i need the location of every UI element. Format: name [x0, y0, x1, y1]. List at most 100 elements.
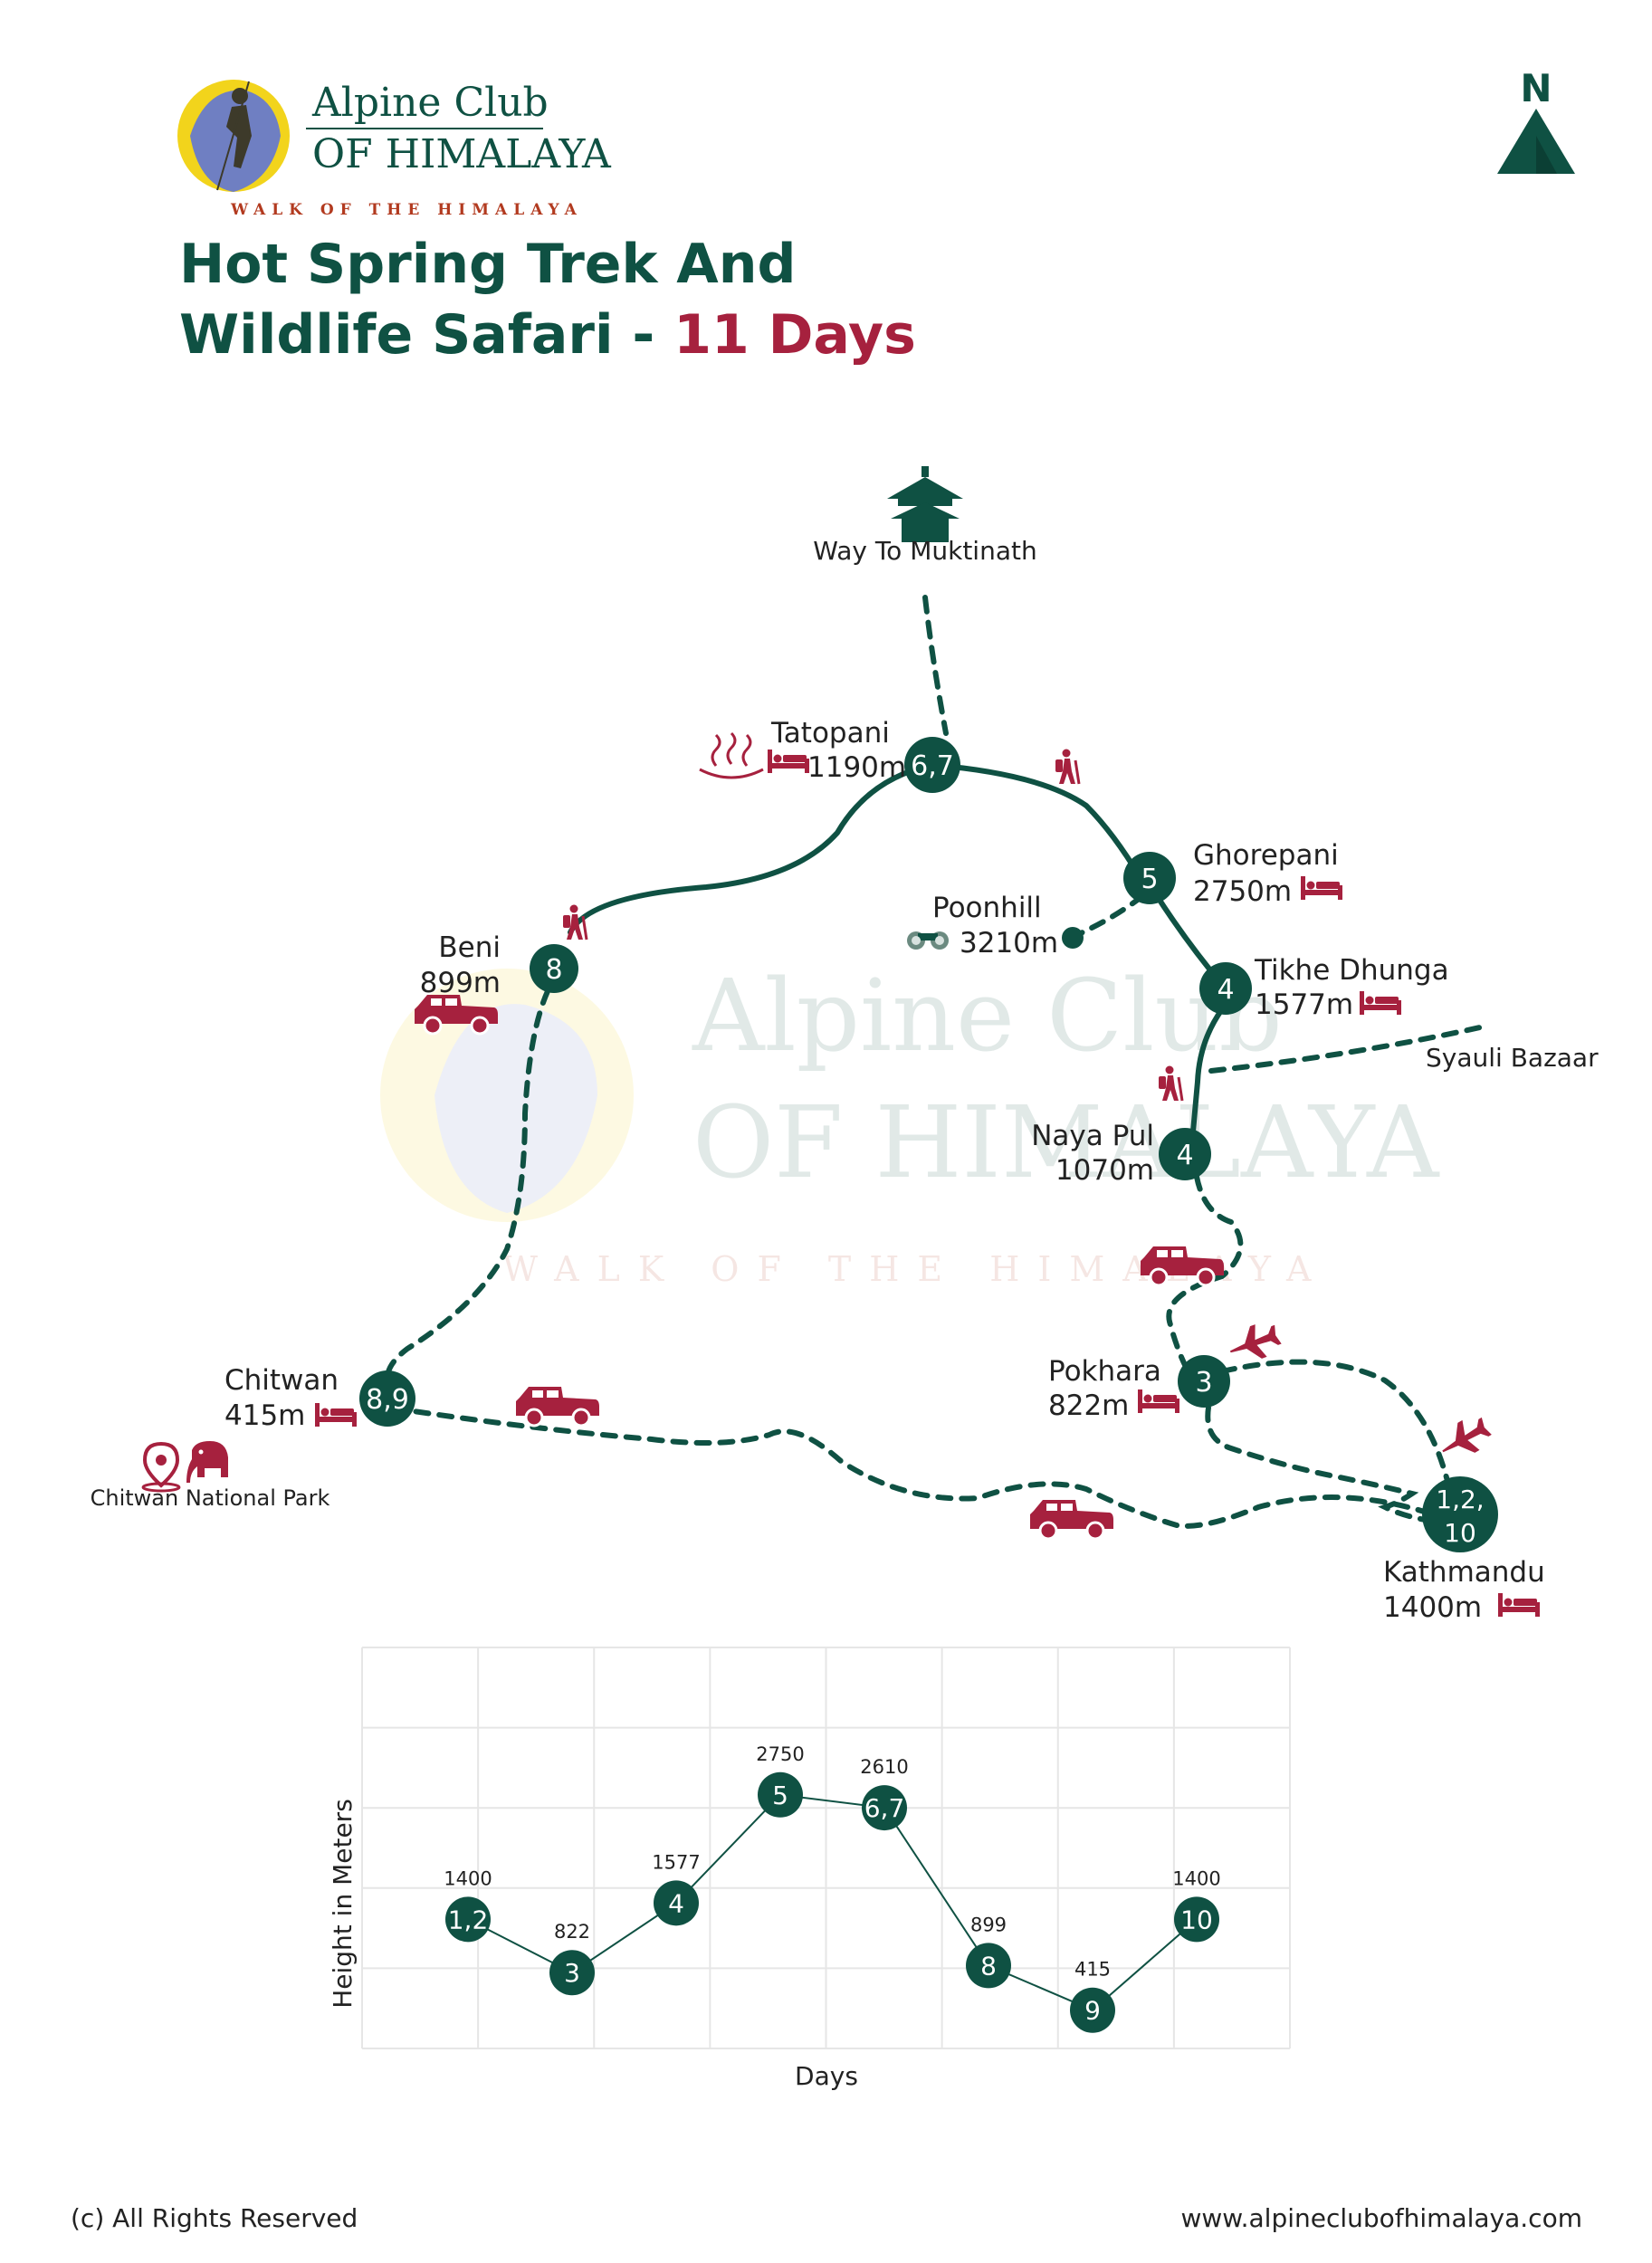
brand-name-line2: OF HIMALAYA: [312, 131, 612, 177]
chart-tick-label: 5: [772, 1781, 788, 1810]
route-beni-chitwan: [385, 988, 550, 1379]
route-syauli-bazaar: [1208, 1025, 1483, 1074]
temple-icon: [887, 466, 963, 542]
stop-day-kathmandu-line1: 1,2,: [1436, 1485, 1484, 1514]
chart-data-label: 899: [970, 1914, 1007, 1935]
chart-point: [654, 1880, 699, 1926]
route-ghorepani-poonhill: [1070, 893, 1145, 940]
stop-name-syauli-bazaar: Syauli Bazaar: [1426, 1043, 1599, 1073]
stop-alt-kathmandu: 1400m: [1383, 1591, 1482, 1624]
chart-tick-label: 1,2: [448, 1905, 489, 1934]
bed-icon: [1498, 1593, 1540, 1617]
stop-alt-ghorepani: 2750m: [1193, 875, 1292, 908]
stop-alt-pokhara: 822m: [1048, 1389, 1129, 1422]
stop-alt-poonhill: 3210m: [960, 927, 1058, 960]
chitwan-park-label: Chitwan National Park: [91, 1485, 330, 1511]
stop-marker-tatopani: 6,7: [904, 737, 960, 793]
stop-marker-naya-pul: 4: [1159, 1128, 1211, 1180]
route-pokhara-kathmandu-road: [1205, 1405, 1433, 1523]
chart-tick-label: 3: [564, 1958, 580, 1988]
chart-point: [1174, 1896, 1219, 1943]
jeep-icon: [1028, 1498, 1115, 1541]
hiker-icon: [561, 903, 588, 941]
chart-xlabel: Days: [795, 2061, 858, 2091]
watermark-line2: OF HIMALAYA: [692, 1084, 1440, 1200]
stop-marker-chitwan: 8,9: [359, 1370, 415, 1427]
chart-data-label: 1400: [444, 1867, 492, 1889]
stop-day-kathmandu-line2: 10: [1444, 1518, 1476, 1548]
route-kathmandu-chitwan: [405, 1408, 1433, 1529]
watermark: Alpine Club OF HIMALAYA WALK OF THE HIMA…: [380, 958, 1440, 1289]
bed-icon: [315, 1403, 357, 1427]
plane-icon: [1434, 1410, 1495, 1466]
bed-icon: [768, 750, 809, 773]
stop-alt-naya-pul: 1070m: [1055, 1154, 1154, 1187]
stop-marker-tikhe-dhunga: 4: [1199, 962, 1252, 1015]
stop-day-beni: 8: [545, 954, 562, 986]
stop-day-chitwan: 8,9: [366, 1384, 409, 1416]
brand-tagline: WALK OF THE HIMALAYA: [230, 201, 583, 219]
compass-north-icon: N: [1497, 66, 1575, 174]
stop-day-naya-pul: 4: [1176, 1140, 1193, 1171]
chart-point: [1070, 1987, 1115, 2033]
route-nayapul-pokhara: [1166, 1174, 1244, 1370]
page-title-duration: 11 Days: [673, 303, 916, 367]
footer-copyright: (c) All Rights Reserved: [71, 2203, 358, 2233]
chart-point: [966, 1943, 1011, 1989]
page-title-line1: Hot Spring Trek And: [179, 233, 796, 296]
chart-point: [549, 1950, 595, 1996]
chart-points: 1,21400382241577527506,72610889994151014…: [444, 1743, 1221, 2033]
landmark-muktinath: Way To Muktinath: [813, 536, 1036, 566]
stop-alt-chitwan: 415m: [224, 1399, 305, 1432]
chart-point: [758, 1771, 803, 1818]
route-lines: [385, 595, 1483, 1529]
route-tikhe-nayapul: [1190, 1007, 1225, 1134]
route-tatopani-beni: [568, 762, 935, 935]
stop-name-kathmandu: Kathmandu: [1383, 1556, 1545, 1589]
stop-name-poonhill: Poonhill: [932, 892, 1042, 924]
compass-label: N: [1520, 66, 1552, 110]
stop-name-ghorepani: Ghorepani: [1193, 839, 1339, 872]
elephant-icon: [186, 1441, 228, 1483]
hiker-icon: [1054, 748, 1081, 786]
stop-name-pokhara: Pokhara: [1048, 1355, 1161, 1388]
stop-marker-beni: 8: [530, 944, 578, 993]
stop-marker-pokhara: 3: [1178, 1355, 1230, 1408]
chart-ylabel: Height in Meters: [328, 1799, 358, 2009]
bed-icon: [1360, 991, 1401, 1015]
chart-data-label: 1400: [1172, 1867, 1220, 1889]
chart-tick-label: 4: [668, 1888, 684, 1918]
stop-alt-tikhe-dhunga: 1577m: [1255, 988, 1353, 1021]
bed-icon: [1138, 1389, 1179, 1413]
chart-data-label: 415: [1074, 1959, 1111, 1981]
chart-data-label: 1577: [652, 1851, 700, 1873]
page-title-prefix: Wildlife Safari -: [179, 303, 673, 367]
brand-logo: [177, 80, 290, 192]
chart-tick-label: 10: [1180, 1905, 1213, 1934]
stop-marker-ghorepani: 5: [1123, 852, 1176, 904]
chart-data-label: 2610: [860, 1756, 908, 1778]
location-pin-icon: [141, 1441, 181, 1493]
footer-website-link[interactable]: www.alpineclubofhimalaya.com: [1180, 2203, 1582, 2233]
stop-name-naya-pul: Naya Pul: [1031, 1120, 1154, 1152]
chart-tick-label: 6,7: [864, 1793, 905, 1823]
stop-day-ghorepani: 5: [1141, 864, 1158, 895]
chart-tick-label: 8: [980, 1951, 997, 1981]
stop-day-tatopani: 6,7: [911, 750, 954, 782]
elevation-chart: 1,21400382241577527506,72610889994151014…: [328, 1647, 1291, 2091]
binoculars-icon: [907, 931, 949, 950]
stop-alt-tatopani: 1190m: [807, 751, 906, 784]
route-pokhara-kathmandu-air: [1219, 1359, 1451, 1487]
brand-name-line1: Alpine Club: [311, 80, 549, 126]
stop-alt-beni: 899m: [420, 967, 501, 999]
stop-name-beni: Beni: [438, 931, 501, 964]
chart-tick-label: 9: [1084, 1996, 1101, 2026]
poonhill-marker: [1062, 927, 1084, 949]
stop-day-tikhe-dhunga: 4: [1217, 974, 1234, 1006]
watermark-line1: Alpine Club: [692, 958, 1283, 1074]
stop-name-tatopani: Tatopani: [770, 717, 890, 750]
page-title-line2: Wildlife Safari - 11 Days: [179, 303, 916, 367]
stop-day-pokhara: 3: [1195, 1367, 1212, 1399]
stop-marker-kathmandu: 1,2, 10: [1422, 1476, 1498, 1552]
route-tatopani-ghorepani: [930, 762, 1143, 881]
